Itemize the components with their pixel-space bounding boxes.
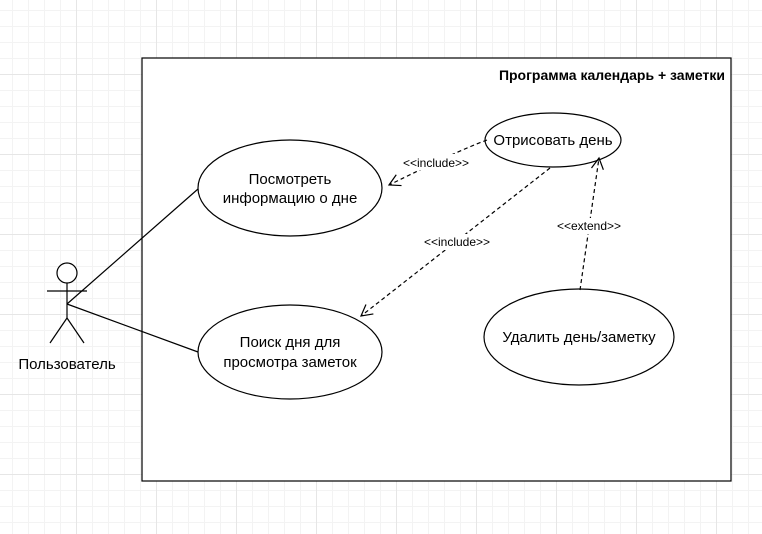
use-case-view-day-info[interactable]: Посмотреть информацию о дне — [197, 139, 383, 237]
use-case-delete-day[interactable]: Удалить день/заметку — [483, 288, 675, 386]
include-label-view-bg — [393, 154, 479, 170]
include-label-search-bg — [413, 234, 501, 250]
association-search-day[interactable] — [66, 303, 199, 353]
include-arrow-view[interactable] — [387, 139, 488, 187]
use-case-view-day-info-line2: информацию о дне — [223, 190, 358, 207]
use-case-search-day-line1: Поиск дня для — [240, 334, 341, 351]
use-case-search-day[interactable]: Поиск дня для просмотра заметок — [197, 304, 383, 400]
extend-label: <<extend>> — [557, 219, 621, 233]
include-label-view: <<include>> — [403, 156, 469, 170]
actor-head — [56, 262, 78, 284]
use-case-draw-day-label: Отрисовать день — [493, 132, 612, 149]
use-case-search-day-line2: просмотра заметок — [223, 354, 357, 371]
actor-right-leg — [66, 317, 85, 344]
use-case-view-day-info-line1: Посмотреть — [249, 171, 332, 188]
association-view-day-info[interactable] — [66, 188, 199, 305]
system-boundary[interactable] — [141, 57, 732, 482]
system-title: Программа календарь + заметки — [499, 67, 725, 83]
extend-label-bg — [547, 218, 631, 234]
use-case-delete-day-label: Удалить день/заметку — [502, 329, 656, 346]
actor-user[interactable] — [47, 262, 87, 344]
actor-name: Пользователь — [18, 356, 116, 373]
include-label-search: <<include>> — [424, 235, 490, 249]
use-case-draw-day[interactable]: Отрисовать день — [484, 112, 622, 168]
actor-left-leg — [49, 317, 68, 344]
